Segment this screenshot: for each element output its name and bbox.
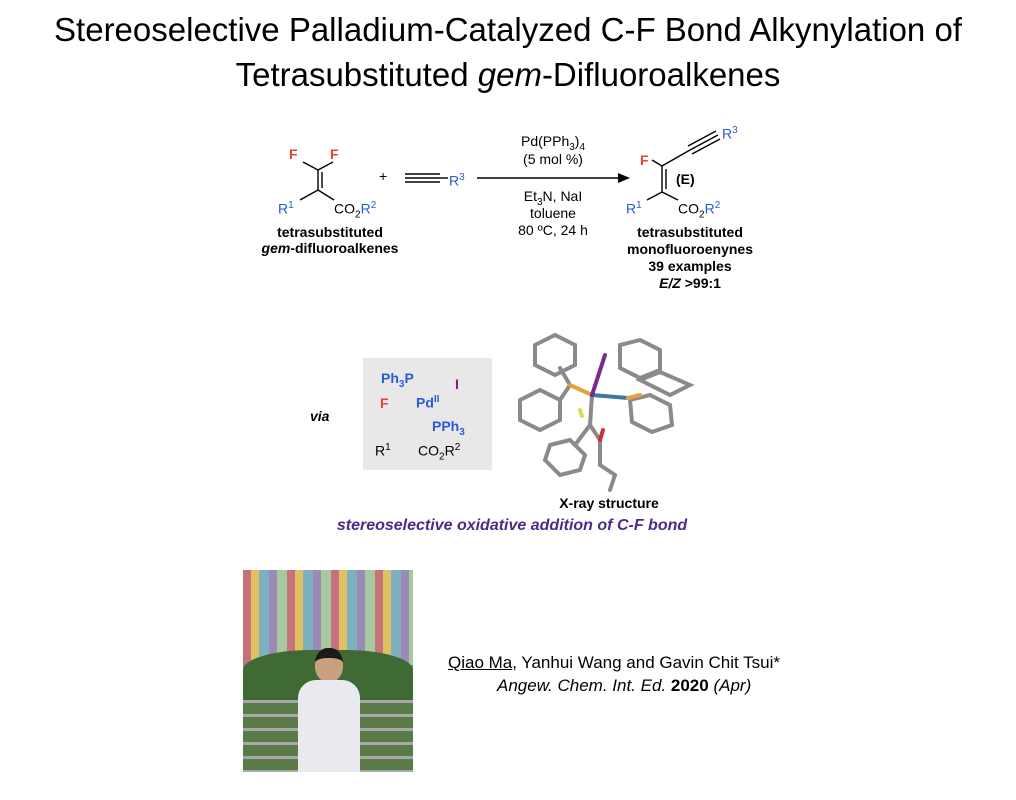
sub: 3	[459, 426, 465, 438]
r-text: R	[722, 125, 733, 142]
t: Pd(PPh	[520, 133, 570, 149]
person-head	[315, 648, 343, 682]
t: R	[444, 442, 455, 459]
additives: Et3N, NaI	[524, 188, 582, 211]
sub: 3	[398, 378, 405, 390]
fluorine-label: F	[289, 146, 298, 162]
title-italic: gem	[477, 56, 542, 93]
r-text: R	[375, 442, 386, 459]
fluorine-label: F	[330, 146, 339, 162]
r-sup: 2	[714, 200, 721, 211]
t: Et	[523, 188, 537, 204]
ester-label: CO2R2	[334, 198, 376, 223]
fluorine-label: F	[640, 152, 649, 168]
label-italic: E/Z	[659, 275, 681, 291]
catalyst-loading: (5 mol %)	[523, 151, 583, 167]
label-text: >99:1	[680, 275, 721, 291]
product-label-1: tetrasubstituted	[637, 224, 743, 240]
sub: 2	[355, 209, 361, 221]
r-text: R	[704, 200, 715, 217]
sub: 3	[569, 141, 575, 153]
title-text: -Difluoroalkenes	[541, 56, 781, 93]
r-sup: 1	[288, 200, 294, 211]
t: P	[404, 370, 414, 386]
t: N, NaI	[542, 188, 583, 204]
t: Ph	[381, 370, 399, 386]
r-text: R	[626, 200, 637, 217]
plus-sign: +	[379, 168, 388, 184]
pph3-ligand: PPh3	[432, 418, 465, 441]
sub: 2	[439, 451, 445, 463]
via-label: via	[310, 408, 330, 424]
person-shirt	[298, 680, 360, 772]
product-r3: R3	[722, 123, 738, 142]
sup: II	[433, 394, 440, 405]
intermediate-box	[363, 358, 492, 470]
author-list: Qiao Ma, Yanhui Wang and Gavin Chit Tsui…	[448, 652, 780, 674]
t: Pd	[416, 394, 434, 411]
r-sup: 3	[459, 172, 465, 183]
t: )	[574, 133, 580, 149]
sub: 3	[536, 196, 543, 208]
solvent: toluene	[530, 205, 576, 221]
product-label-4: E/Z >99:1	[659, 275, 721, 291]
label-text: -difluoroalkenes	[290, 240, 399, 256]
temp-time: 80 ºC, 24 h	[518, 222, 588, 238]
product-label-3: 39 examples	[648, 258, 732, 274]
slide-title-line2: Tetrasubstituted gem-Difluoroalkenes	[0, 55, 1016, 95]
ester-label: CO2R2	[678, 198, 720, 223]
reactant-label-2: gem-difluoroalkenes	[262, 240, 399, 256]
co-text: CO	[334, 200, 355, 217]
product-label-2: monofluoroenynes	[626, 241, 754, 257]
sup: 1	[385, 442, 391, 453]
month: (Apr)	[713, 676, 752, 695]
t: PPh	[432, 418, 460, 434]
journal-name: Angew. Chem. Int. Ed.	[497, 676, 667, 695]
r-text: R	[449, 172, 460, 189]
r-sup: 3	[732, 125, 738, 136]
r-text: R	[278, 200, 289, 217]
ph3p-ligand: Ph3P	[381, 370, 414, 393]
r1-label: R1	[278, 198, 294, 217]
ester-label: CO2R2	[418, 440, 460, 465]
r1-label: R1	[626, 198, 642, 217]
xray-structure	[518, 332, 695, 492]
r-sup: 2	[370, 200, 377, 211]
label-italic: gem	[261, 240, 291, 256]
alkyne-r3: R3	[449, 170, 465, 189]
first-author: Qiao Ma	[448, 653, 513, 672]
reactant-label-1: tetrasubstituted	[277, 224, 383, 240]
r-text: R	[360, 200, 371, 217]
co-authors: , Yanhui Wang and Gavin Chit Tsui*	[512, 653, 780, 672]
iodide-ligand: I	[455, 376, 459, 392]
highlight-text: stereoselective oxidative addition of C-…	[336, 517, 688, 534]
xray-label: X-ray structure	[559, 495, 659, 511]
sub: 4	[579, 141, 586, 153]
year: 2020	[670, 676, 709, 695]
r-sup: 1	[636, 200, 642, 211]
t: CO	[418, 442, 439, 459]
catalyst: Pd(PPh3)4	[521, 133, 585, 156]
stereo-descriptor: (E)	[676, 171, 695, 187]
slide-title-line1: Stereoselective Palladium-Catalyzed C-F …	[54, 11, 962, 48]
fluorine-label: F	[380, 395, 389, 411]
palladium-center: PdII	[416, 392, 439, 411]
r1-label: R1	[375, 440, 391, 459]
sup: 2	[454, 442, 461, 453]
title-text: Tetrasubstituted	[235, 56, 478, 93]
journal-reference: Angew. Chem. Int. Ed. 2020 (Apr)	[497, 675, 751, 697]
sub: 2	[699, 209, 705, 221]
co-text: CO	[678, 200, 699, 217]
author-photo	[243, 570, 413, 772]
